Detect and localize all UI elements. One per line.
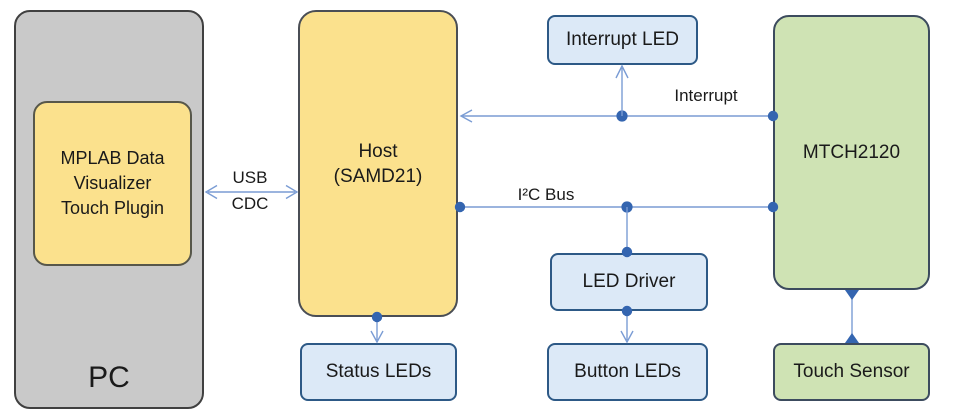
touch-sensor-top-endpoint — [845, 333, 859, 343]
interrupt-label: Interrupt — [674, 86, 738, 105]
button-leds-arrowhead — [620, 330, 634, 344]
i2c-bus-label: I²C Bus — [517, 185, 575, 204]
host-label-line1: Host — [358, 140, 398, 162]
pc-label: PC — [88, 361, 130, 394]
mtch-bottom-endpoint — [845, 290, 859, 300]
usb-label: USB — [232, 168, 268, 187]
mtch2120-box: MTCH2120 — [773, 15, 930, 290]
touch-sensor-label: Touch Sensor — [793, 361, 910, 382]
mtch2120-label: MTCH2120 — [802, 141, 901, 163]
i2c-bus-connector — [454, 201, 779, 258]
host-label: Host (SAMD21) — [334, 139, 423, 189]
cdc-label: CDC — [231, 194, 269, 213]
mplab-plugin-label-line2: Visualizer — [73, 173, 152, 193]
mtch-touch-connector — [845, 290, 859, 343]
host-box: Host (SAMD21) — [298, 10, 458, 317]
interrupt-led-arrowhead — [615, 64, 629, 79]
pc-box: MPLAB Data Visualizer Touch Plugin PC — [14, 10, 204, 409]
status-leds-arrowhead — [370, 330, 384, 344]
host-label-line2: (SAMD21) — [333, 165, 423, 187]
button-leds-label: Button LEDs — [574, 361, 681, 382]
mplab-plugin-box: MPLAB Data Visualizer Touch Plugin — [33, 101, 192, 266]
interrupt-junction-dot — [616, 110, 628, 122]
driver-button-connector — [620, 305, 634, 344]
touch-sensor-box: Touch Sensor — [773, 343, 930, 401]
led-driver-label: LED Driver — [582, 271, 676, 292]
usb-cdc-arrowhead-right — [285, 184, 299, 200]
status-leds-box: Status LEDs — [300, 343, 457, 401]
status-leds-label: Status LEDs — [325, 361, 432, 382]
usb-cdc-arrowhead-left — [204, 184, 218, 200]
interrupt-led-label: Interrupt LED — [566, 29, 679, 50]
interrupt-led-box: Interrupt LED — [547, 15, 698, 65]
mplab-plugin-label-line3: Touch Plugin — [60, 198, 165, 218]
mplab-plugin-label: MPLAB Data Visualizer Touch Plugin — [60, 146, 164, 221]
button-leds-box: Button LEDs — [547, 343, 708, 401]
mplab-plugin-label-line1: MPLAB Data — [60, 148, 165, 168]
i2c-junction-dot — [621, 201, 633, 213]
interrupt-arrowhead — [459, 109, 473, 123]
led-driver-box: LED Driver — [550, 253, 708, 311]
